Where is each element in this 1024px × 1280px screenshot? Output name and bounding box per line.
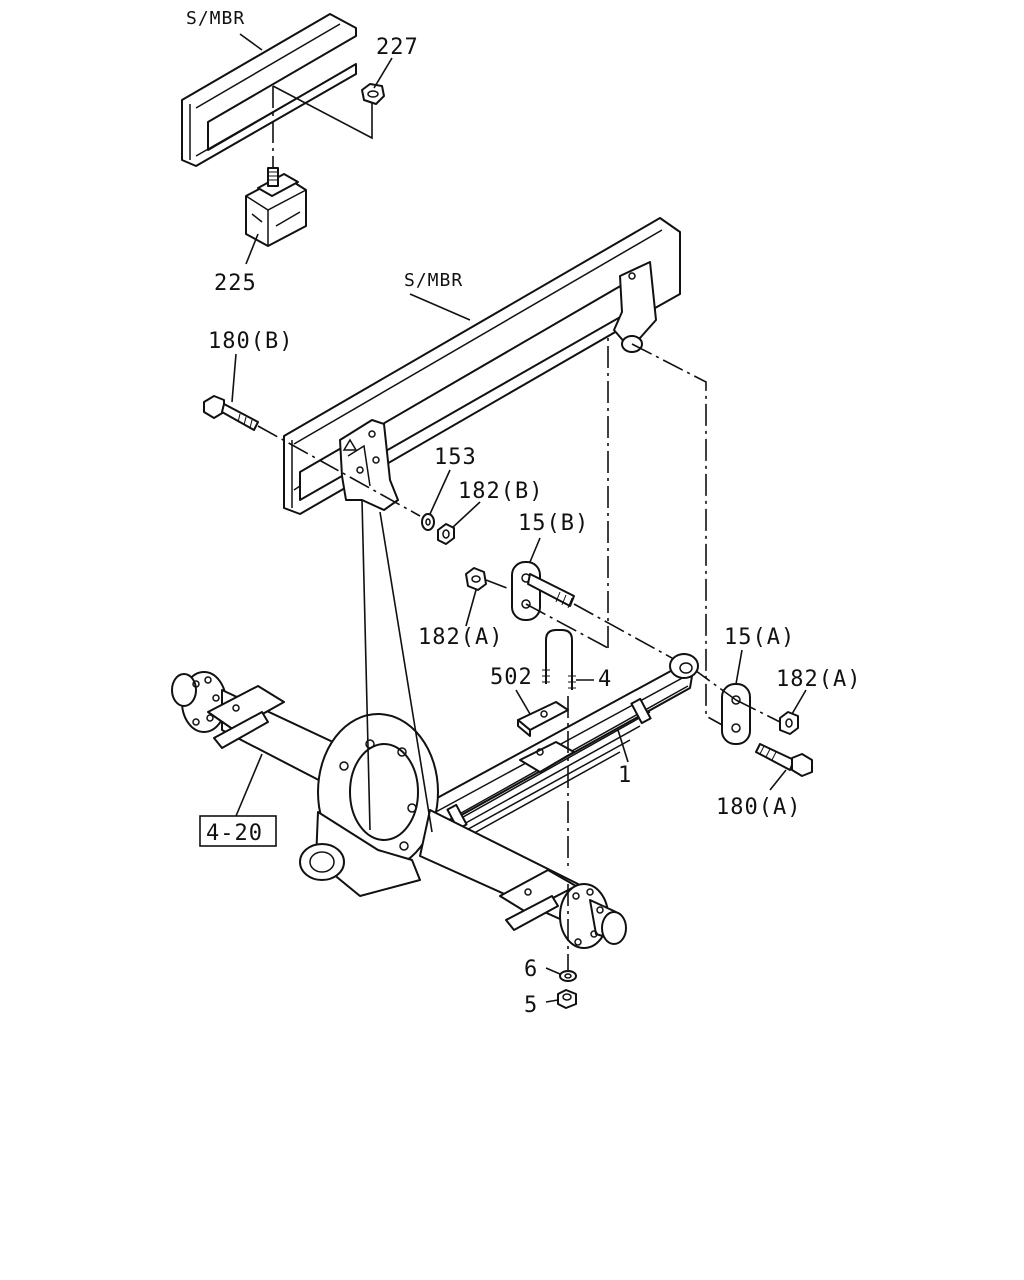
shackle-nut-a-right	[779, 711, 799, 735]
callouts: S/MBR 227 225 S/MBR 180(B) 153 182(B) 15…	[186, 8, 861, 1018]
label-pad: 502	[490, 665, 533, 690]
bumper-nut	[361, 83, 385, 105]
label-leaf-spring: 1	[618, 763, 632, 788]
label-shackle-b: 15(B)	[518, 511, 589, 536]
label-front-nut: 182(B)	[458, 479, 543, 504]
bottom-nut	[557, 989, 577, 1009]
label-shackle-nut-a-left: 182(A)	[418, 625, 503, 650]
rear-hanger-bracket	[613, 261, 657, 353]
label-shackle-a: 15(A)	[724, 625, 795, 650]
shackle-nut-a-left	[465, 567, 487, 591]
label-bottom-washer: 6	[524, 957, 538, 982]
u-bolt	[542, 629, 576, 690]
front-bolt	[203, 395, 259, 431]
label-front-bolt: 180(B)	[208, 329, 293, 354]
top-side-member	[181, 13, 357, 167]
rear-axle-housing	[171, 671, 627, 949]
axle-ref-box	[199, 815, 277, 847]
front-hanger-bracket	[339, 419, 399, 511]
frame-side-member	[283, 217, 681, 515]
label-shackle-nut-a-right: 182(A)	[776, 667, 861, 692]
label-bumper-nut: 227	[376, 35, 419, 60]
label-frame-member: S/MBR	[404, 270, 463, 291]
bumper-stopper	[245, 167, 307, 247]
spring-pad	[517, 701, 569, 737]
front-nut	[437, 523, 455, 545]
rear-bolt	[755, 743, 813, 777]
label-rear-bolt: 180(A)	[716, 795, 801, 820]
bottom-washer	[559, 970, 577, 982]
label-washer: 153	[434, 445, 477, 470]
label-axle-ref: 4-20	[206, 821, 263, 846]
front-washer	[421, 513, 435, 531]
label-u-bolt: 4	[598, 667, 612, 692]
shackle-plate-b	[511, 561, 575, 621]
label-bottom-nut: 5	[524, 993, 538, 1018]
leaf-spring	[383, 653, 699, 843]
label-top-member: S/MBR	[186, 8, 245, 29]
label-bumper-stopper: 225	[214, 271, 257, 296]
